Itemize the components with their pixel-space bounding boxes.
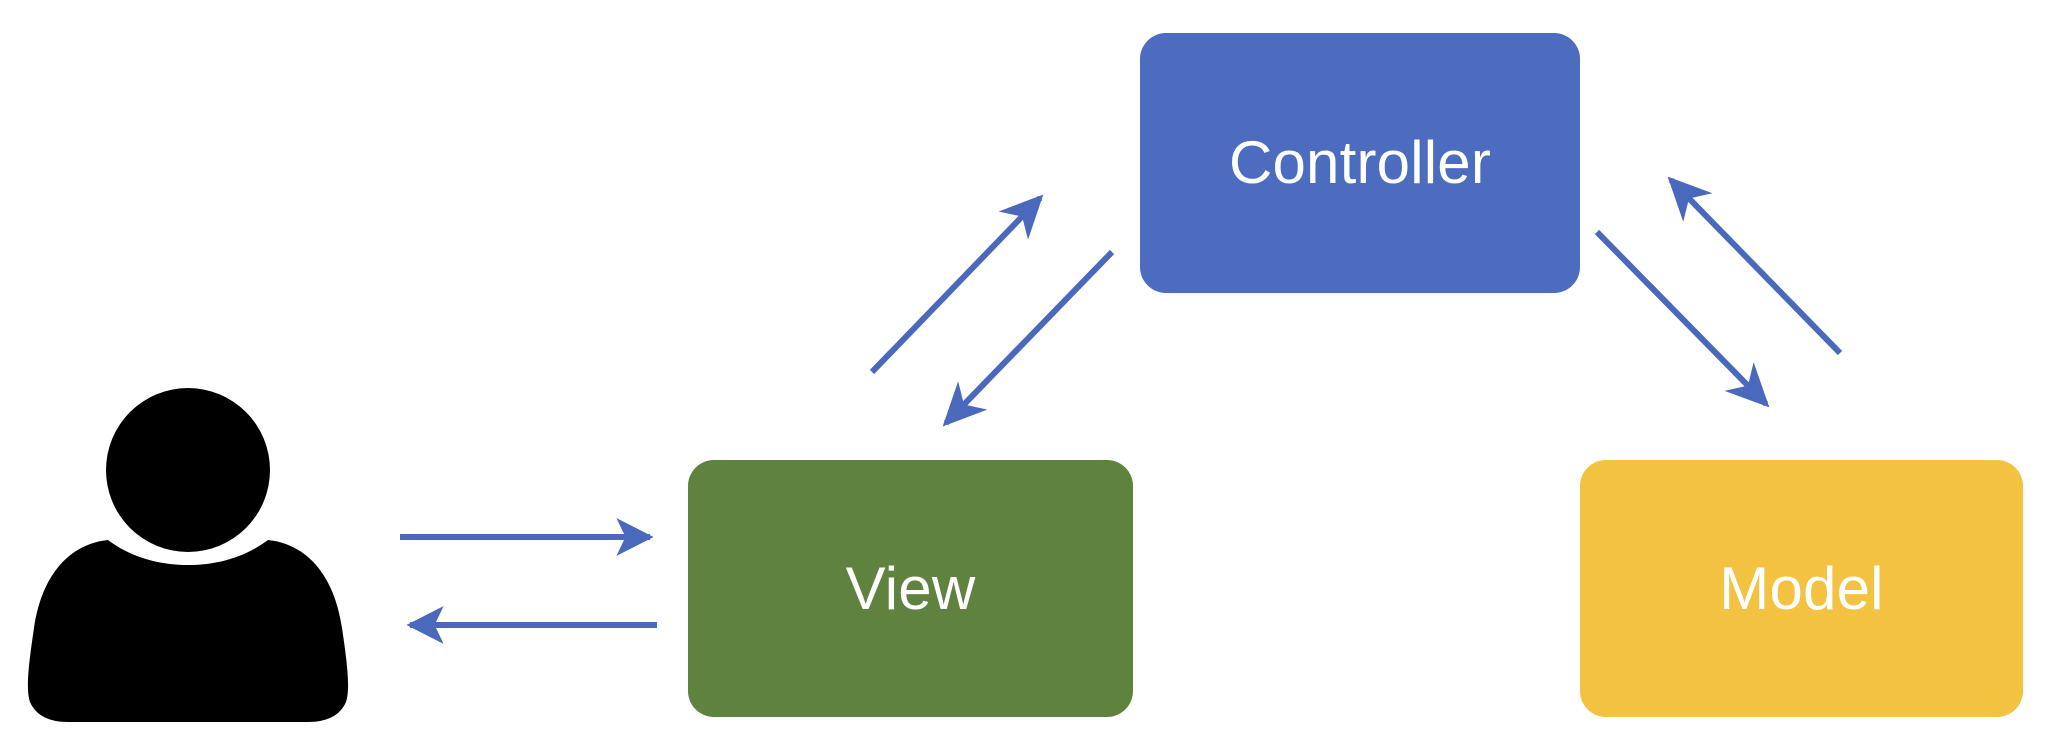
arrow-controller-to-model [1594,229,1770,408]
node-view-label: View [845,554,976,622]
node-view[interactable]: View [688,460,1133,717]
user-person-icon [27,388,349,722]
node-controller[interactable]: Controller [1140,33,1580,293]
node-controller-label: Controller [1228,129,1492,196]
arrow-controller-to-view [942,249,1115,427]
node-model[interactable]: Model [1580,460,2023,717]
arrow-view-to-controller [869,194,1044,375]
node-model-label: Model [1719,554,1884,622]
arrow-model-to-controller [1667,176,1843,356]
